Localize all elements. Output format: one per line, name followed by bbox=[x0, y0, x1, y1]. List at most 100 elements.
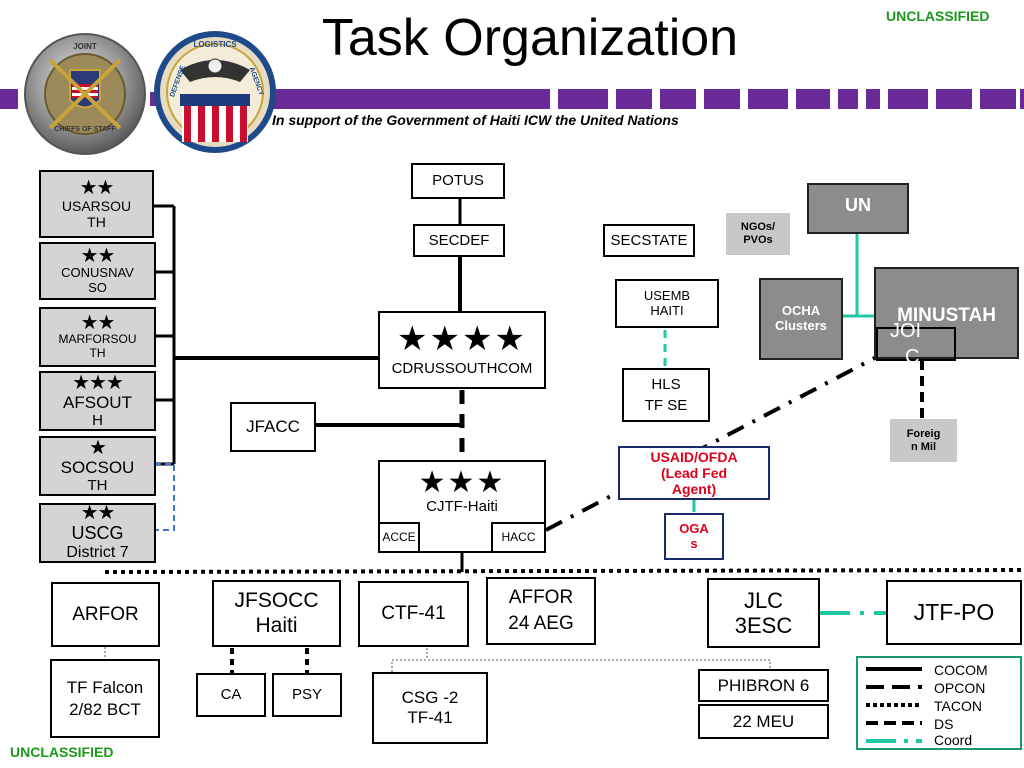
classification-top: UNCLASSIFIED bbox=[886, 8, 990, 24]
uscg-label-2: District 7 bbox=[66, 544, 129, 562]
secstate-box: SECSTATE bbox=[603, 224, 695, 257]
ngos-pvos-box: NGOs/ PVOs bbox=[726, 213, 790, 255]
three-star-icon: ★★★ bbox=[72, 371, 124, 394]
usarsouth-label-2: TH bbox=[87, 214, 106, 230]
un-label: UN bbox=[845, 195, 871, 215]
secdef-box: SECDEF bbox=[413, 224, 505, 257]
socsouth-label-1: SOCSOU bbox=[60, 457, 135, 477]
classification-bottom: UNCLASSIFIED bbox=[10, 744, 114, 760]
tfse-label: TF SE bbox=[644, 397, 688, 414]
joint-seal-bottom-text: CHIEFS OF STAFF bbox=[54, 126, 116, 133]
22meu-box: 22 MEU bbox=[698, 704, 829, 739]
ctf41-label: CTF-41 bbox=[381, 603, 446, 625]
ca-label: CA bbox=[220, 686, 242, 704]
usemb-haiti-label: USEMB HAITI bbox=[643, 287, 691, 318]
potus-box: POTUS bbox=[411, 163, 505, 199]
phibron6-box: PHIBRON 6 bbox=[698, 669, 829, 702]
cdrussouthcom-box: ★★★★ CDRUSSOUTHCOM bbox=[378, 311, 546, 389]
csg2-tf41-box: CSG -2 TF-41 bbox=[372, 672, 488, 744]
usaid-ofda-box: USAID/OFDA (Lead Fed Agent) bbox=[618, 446, 770, 500]
foreign-mil-box: Foreig n Mil bbox=[890, 419, 957, 462]
hls-label: HLS bbox=[651, 375, 681, 393]
legend-cocom: COCOM bbox=[934, 662, 988, 678]
cjtf-haiti-label: CJTF-Haiti bbox=[426, 498, 498, 515]
legend-opcon: OPCON bbox=[934, 680, 986, 696]
marforsouth-box: ★★ MARFORSOU TH bbox=[39, 307, 156, 367]
22meu-label: 22 MEU bbox=[732, 711, 795, 731]
secdef-label: SECDEF bbox=[428, 231, 490, 249]
tf41-label: TF-41 bbox=[407, 708, 453, 727]
secstate-label: SECSTATE bbox=[610, 231, 688, 249]
two-star-icon: ★★ bbox=[80, 245, 116, 268]
joint-seal-top-text: JOINT bbox=[73, 42, 97, 51]
csg2-label: CSG -2 bbox=[401, 688, 459, 708]
dla-seal-top-text: LOGISTICS bbox=[193, 40, 237, 49]
usarsouth-box: ★★ USARSOU TH bbox=[39, 170, 154, 238]
3esc-label: 3ESC bbox=[734, 613, 793, 638]
marforsouth-label-1: MARFORSOU bbox=[58, 332, 137, 347]
arfor-box: ARFOR bbox=[51, 582, 160, 647]
jlc-3esc-box: JLC 3ESC bbox=[707, 578, 820, 648]
jfsocc-label-1: JFSOCC bbox=[234, 589, 319, 613]
tf-falcon-label-2: 2/82 BCT bbox=[69, 699, 141, 719]
psy-box: PSY bbox=[272, 673, 342, 717]
uscg-box: ★★ USCG District 7 bbox=[39, 503, 156, 563]
hacc-box: HACC bbox=[491, 522, 546, 553]
joic-box bbox=[876, 327, 956, 361]
afsouth-label-1: AFSOUT bbox=[63, 392, 132, 412]
ogas-box: OGA s bbox=[664, 513, 724, 560]
cdrussouthcom-label: CDRUSSOUTHCOM bbox=[391, 360, 533, 378]
dla-seal-left-text: DEFENSE bbox=[169, 64, 187, 99]
ocha-clusters-label: OCHA Clusters bbox=[774, 303, 828, 333]
legend: COCOM OPCON TACON DS Coord bbox=[856, 656, 1022, 750]
ogas-label-1: OGA bbox=[679, 520, 709, 536]
ca-box: CA bbox=[196, 673, 266, 717]
conusnavso-label-1: CONUSNAV bbox=[61, 265, 134, 281]
jfsocc-haiti-box: JFSOCC Haiti bbox=[212, 580, 341, 647]
jfacc-box: JFACC bbox=[230, 402, 316, 452]
jfacc-label: JFACC bbox=[246, 417, 300, 437]
socsouth-box: ★ SOCSOU TH bbox=[39, 436, 156, 496]
foreign-mil-label-1: Foreig bbox=[906, 427, 941, 440]
four-star-icon: ★★★★ bbox=[397, 320, 527, 359]
three-star-icon: ★★★ bbox=[418, 466, 506, 499]
potus-label: POTUS bbox=[432, 172, 484, 190]
legend-swatches bbox=[866, 667, 922, 743]
jfsocc-label-2: Haiti bbox=[255, 613, 298, 637]
conusnavso-label-2: SO bbox=[88, 280, 107, 295]
acce-box: ACCE bbox=[378, 522, 420, 553]
one-star-icon: ★ bbox=[89, 436, 107, 459]
legend-ds: DS bbox=[934, 716, 954, 732]
hls-tfse-box: HLS TF SE bbox=[622, 368, 710, 422]
hacc-label: HACC bbox=[501, 529, 536, 544]
joic-label-1: JOI bbox=[890, 320, 922, 342]
phibron6-label: PHIBRON 6 bbox=[717, 675, 810, 695]
jlc-label: JLC bbox=[743, 587, 784, 613]
marforsouth-label-2: TH bbox=[89, 346, 106, 360]
affor-box: AFFOR 24 AEG bbox=[486, 577, 596, 645]
legend-coord: Coord bbox=[934, 732, 973, 748]
affor-label-1: AFFOR bbox=[508, 587, 574, 609]
usaid-ofda-label-2: (Lead Fed bbox=[660, 464, 728, 481]
tf-falcon-box: TF Falcon 2/82 BCT bbox=[50, 659, 160, 738]
page-title: Task Organization bbox=[321, 9, 739, 67]
jtf-po-label: JTF-PO bbox=[913, 599, 995, 626]
minustah-label: MINUSTAH bbox=[897, 305, 996, 326]
acce-label: ACCE bbox=[382, 529, 416, 544]
usarsouth-label-1: USARSOU bbox=[61, 197, 132, 214]
page-subtitle: In support of the Government of Haiti IC… bbox=[272, 112, 679, 128]
arfor-label: ARFOR bbox=[72, 603, 139, 625]
joic-label-2: C bbox=[905, 346, 920, 368]
afsouth-label-2: H bbox=[92, 412, 103, 430]
two-star-icon: ★★ bbox=[80, 502, 116, 525]
ngos-pvos-label: NGOs/ PVOs bbox=[740, 221, 776, 246]
two-star-icon: ★★ bbox=[79, 176, 115, 199]
ctf41-box: CTF-41 bbox=[358, 581, 469, 647]
socsouth-label-2: TH bbox=[87, 477, 108, 495]
un-box: UN bbox=[807, 183, 909, 234]
uscg-label-1: USCG bbox=[71, 523, 124, 544]
ocha-clusters-box: OCHA Clusters bbox=[759, 278, 843, 360]
affor-label-2: 24 AEG bbox=[508, 613, 574, 634]
psy-label: PSY bbox=[291, 686, 322, 704]
ogas-label-2: s bbox=[690, 535, 698, 551]
